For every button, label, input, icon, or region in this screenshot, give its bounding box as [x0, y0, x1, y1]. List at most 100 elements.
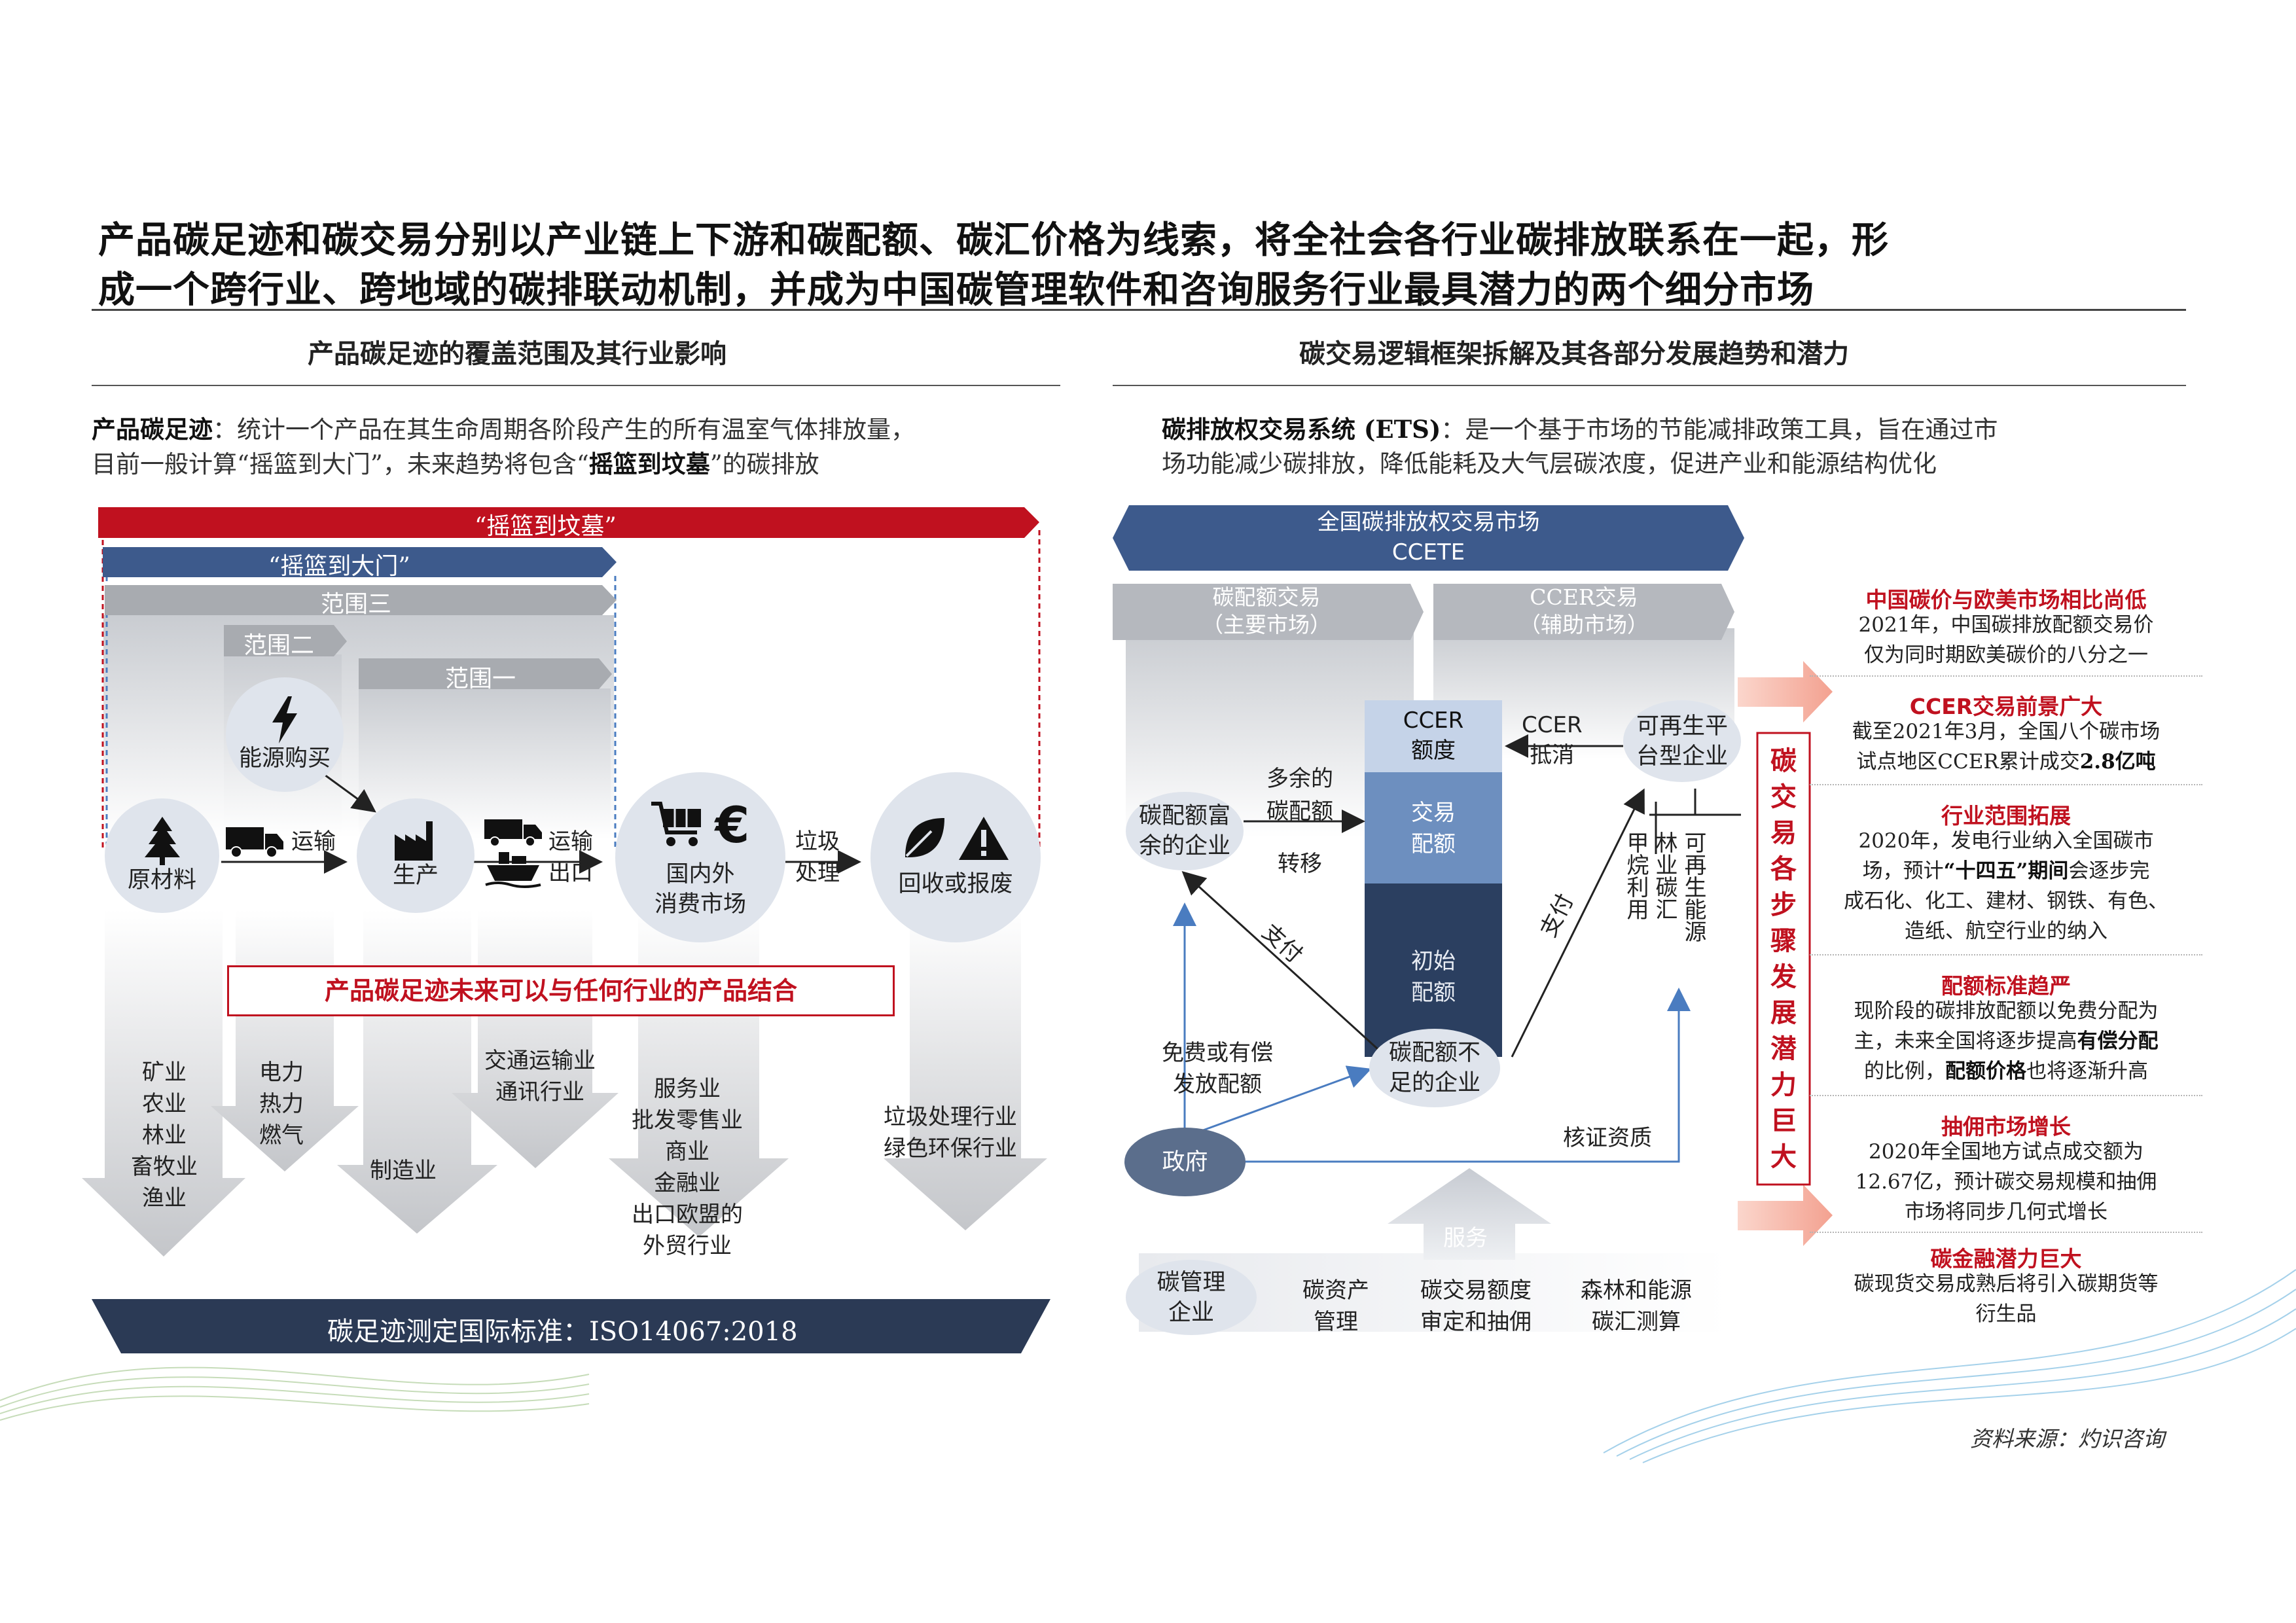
right-intro-line2: 场功能减少碳排放，降低能耗及大气层碳浓度，促进产业和能源结构优化	[1162, 450, 1937, 478]
left-intro: 产品碳足迹：统计一个产品在其生命周期各阶段产生的所有温室气体排放量， 目前一般计…	[92, 412, 915, 482]
note-line: 市场将同步几何式增长	[1905, 1200, 2108, 1224]
title-line-2: 成一个跨行业、跨地域的碳排联动机制，并成为中国碳管理软件和咨询服务行业最具潜力的…	[98, 268, 1814, 312]
down-arrow-raw	[82, 910, 245, 1257]
industries-col6: 垃圾处理行业 绿色环保行业	[884, 1101, 1017, 1164]
audit-b: 审定和抽佣	[1420, 1309, 1532, 1335]
bar-cradle-gate	[103, 547, 617, 577]
raw-material-label: 原材料	[127, 866, 196, 893]
note-separator	[1810, 675, 2202, 677]
red-char: 发	[1770, 961, 1797, 992]
surplus-a: 碳配额富	[1138, 803, 1230, 829]
right-section-rule	[1113, 385, 2186, 386]
note-bold: “十四五”期间	[1943, 859, 2069, 883]
note-line: 试点地区CCER累计成交	[1856, 750, 2080, 774]
ccer-offset-a: CCER	[1522, 712, 1583, 738]
transport1-label: 运输	[291, 829, 336, 855]
note-line: 2020年，发电行业纳入全国碳市	[1858, 829, 2154, 853]
service-label: 服务	[1443, 1225, 1488, 1251]
vert-methane: 甲烷利用	[1623, 831, 1649, 920]
recycle-node: 回收或报废	[870, 772, 1041, 942]
left-intro-line2c: ”的碳排放	[709, 450, 819, 478]
note-line: 造纸、航空行业的纳入	[1905, 919, 2108, 943]
energy-purchase-node: 能源购买	[226, 677, 344, 792]
note-bold: 配额价格	[1945, 1060, 2026, 1083]
note-body-5: 2020年全国地方试点成交额为 12.67亿，预计碳交易规模和抽佣 市场将同步几…	[1810, 1137, 2202, 1227]
stack-init-b: 配额	[1411, 980, 1456, 1006]
bar-cradle-gate-label: “摇篮到大门”	[268, 553, 410, 580]
note-line: 的比例，	[1864, 1060, 1945, 1083]
note-line: 也将逐渐升高	[2026, 1060, 2148, 1083]
production-label: 生产	[392, 862, 439, 889]
note-body-1: 2021年，中国碳排放配额交易价 仅为同时期欧美碳价的八分之一	[1810, 610, 2202, 670]
surplus-b: 余的企业	[1138, 833, 1230, 859]
garbage-label: 垃圾 处理	[795, 826, 840, 889]
garbage-a: 垃圾	[795, 829, 840, 855]
industry-item: 畜牧业	[131, 1154, 198, 1180]
asset-b: 管理	[1314, 1309, 1358, 1335]
audit-a: 碳交易额度	[1420, 1277, 1532, 1304]
transport2-label: 运输 出口	[548, 826, 593, 889]
industry-item: 渔业	[142, 1185, 187, 1211]
industry-item: 矿业	[142, 1060, 187, 1086]
note-line: 场，预计	[1862, 859, 1944, 883]
shortage-a: 碳配额不	[1388, 1040, 1480, 1066]
warning-icon	[959, 817, 1009, 860]
energy-purchase-label: 能源购买	[238, 745, 331, 772]
lightning-icon	[272, 696, 297, 743]
red-char: 巨	[1770, 1105, 1797, 1136]
consumer-market-a: 国内外	[666, 861, 735, 887]
note-separator	[1810, 1095, 2202, 1096]
big-red-text: 碳 交 易 各 步 骤 发 展 潜 力 巨 大	[1757, 743, 1810, 1175]
government-node: 政府	[1124, 1128, 1246, 1196]
note-separator	[1810, 954, 2202, 955]
note-line: 成石化、化工、建材、钢铁、有色、	[1844, 889, 2168, 913]
cm-a: 碳管理	[1157, 1269, 1226, 1296]
source-label: 资料来源：灼识咨询	[1970, 1426, 2164, 1452]
cm-b: 企业	[1168, 1299, 1214, 1326]
bar-scope1	[359, 658, 612, 689]
vertical-labels: 甲烷利用 林业碳汇 可再生能源	[1623, 831, 1706, 942]
red-char: 各	[1770, 853, 1797, 884]
note-line: 现阶段的碳排放配额以免费分配为	[1854, 999, 2159, 1023]
consumer-market-b: 消费市场	[654, 891, 746, 918]
stack-ccer-label: CCER 额度	[1365, 705, 1502, 766]
industries-col2: 电力 热力 燃气	[259, 1057, 304, 1151]
industry-item: 燃气	[259, 1122, 304, 1149]
note-line: 截至2021年3月，全国八个碳市场	[1852, 720, 2161, 743]
left-section-rule	[92, 385, 1060, 386]
tree-icon	[144, 816, 180, 865]
note-separator	[1810, 784, 2202, 785]
banner-line2: CCETE	[1391, 539, 1465, 565]
highlight-text: 产品碳足迹未来可以与任何行业的产品结合	[324, 976, 797, 1005]
extra-c: 转移	[1278, 851, 1322, 877]
highlight-box: 产品碳足迹未来可以与任何行业的产品结合	[227, 965, 895, 1016]
note-line: 2021年，中国碳排放配额交易价	[1858, 613, 2154, 637]
ccer-trade-label: CCER交易 （辅助市场）	[1433, 584, 1734, 639]
factory-icon	[395, 821, 433, 861]
industries-col5: 服务业 批发零售业 商业 金融业 出口欧盟的 外贸行业	[632, 1073, 743, 1262]
ccer-trade-a: CCER交易	[1530, 584, 1638, 610]
industry-item: 垃圾处理行业	[884, 1104, 1017, 1130]
ccer-trade-b: （辅助市场）	[1519, 612, 1649, 637]
production-node: 生产	[357, 798, 475, 913]
verify-label: 核证资质	[1563, 1125, 1652, 1151]
renewable-company-node: 可再生平 台型企业	[1623, 700, 1741, 782]
note-body-6: 碳现货交易成熟后将引入碳期货等 衍生品	[1810, 1269, 2202, 1329]
cart-icon	[651, 802, 701, 846]
service-up-arrow	[1388, 1168, 1551, 1260]
note-title-6: 碳金融潜力巨大	[1930, 1246, 2082, 1272]
transport2-b: 出口	[548, 860, 593, 886]
banner-line1: 全国碳排放权交易市场	[1317, 509, 1540, 535]
scope1-label: 范围一	[445, 666, 516, 692]
ccer-offset-label: CCER 抵消	[1522, 710, 1583, 770]
note-body-4: 现阶段的碳排放配额以免费分配为 主，未来全国将逐步提高有偿分配 的比例，配额价格…	[1810, 996, 2202, 1086]
stack-ccer-b: 额度	[1411, 738, 1456, 764]
note-title-1: 中国碳价与欧美市场相比尚低	[1865, 587, 2147, 613]
stack-trade-a: 交易	[1411, 800, 1456, 826]
shortage-company-node: 碳配额不 足的企业	[1369, 1029, 1500, 1107]
forest-b: 碳汇测算	[1592, 1309, 1681, 1335]
vert-renewable: 可再生能源	[1680, 831, 1706, 942]
industry-item: 电力	[259, 1060, 304, 1086]
note-body-2: 截至2021年3月，全国八个碳市场 试点地区CCER累计成交2.8亿吨	[1810, 717, 2202, 777]
left-intro-label: 产品碳足迹	[92, 415, 213, 444]
